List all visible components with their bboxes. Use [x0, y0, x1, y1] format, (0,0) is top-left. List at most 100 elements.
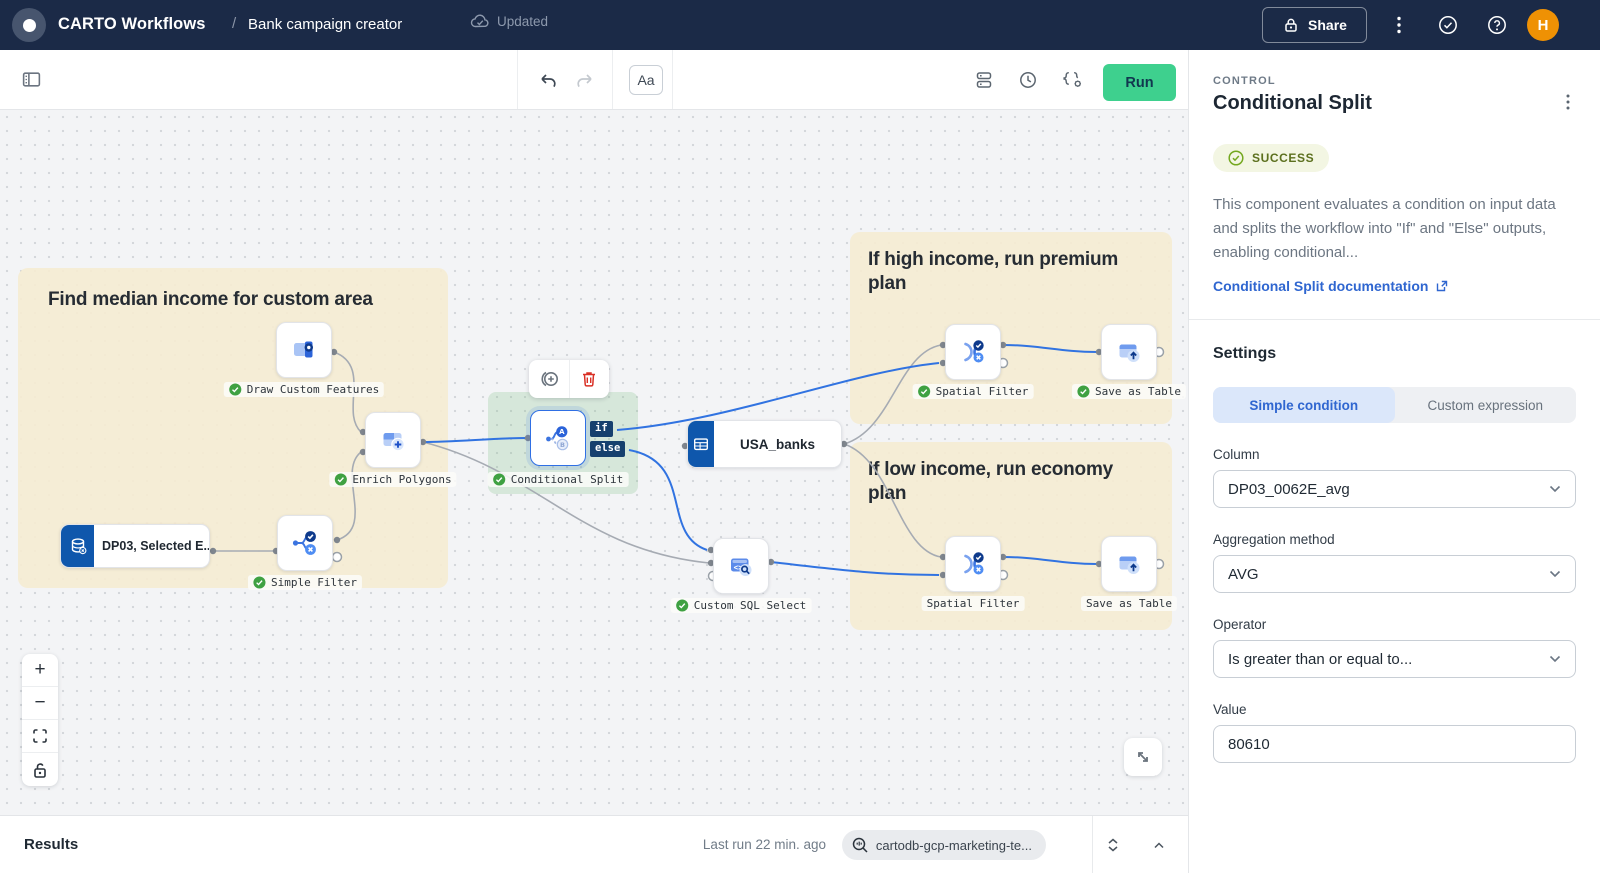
- node-label-chip: Draw Custom Features: [223, 382, 385, 397]
- resize-results-button[interactable]: [1098, 831, 1128, 859]
- save-status-label: Updated: [497, 13, 549, 29]
- component-category: CONTROL: [1213, 75, 1276, 87]
- source-table-band: [688, 421, 714, 467]
- success-check-icon: [493, 473, 506, 486]
- annotation-title: Find median income for custom area: [48, 289, 373, 310]
- user-avatar[interactable]: H: [1527, 9, 1559, 41]
- node-spatial-filter-top[interactable]: [945, 324, 1001, 380]
- node-spatial-filter-bottom[interactable]: [945, 536, 1001, 592]
- aggregation-method-value: AVG: [1228, 565, 1259, 583]
- kebab-icon: [1566, 94, 1570, 110]
- node-save-as-table-top[interactable]: [1101, 324, 1157, 380]
- node-label-chip: Spatial Filter: [921, 596, 1025, 611]
- else-output-badge[interactable]: else: [590, 441, 626, 457]
- delete-node-button[interactable]: [570, 360, 610, 398]
- redo-button[interactable]: [572, 67, 598, 93]
- history-button[interactable]: [1016, 68, 1040, 92]
- undo-button[interactable]: [534, 67, 560, 93]
- node-dp03-source-table[interactable]: DP03, Selected E...: [60, 524, 210, 568]
- lock-canvas-button[interactable]: [22, 753, 58, 786]
- if-output-badge[interactable]: if: [590, 421, 613, 437]
- zoom-in-button[interactable]: +: [22, 654, 58, 687]
- panel-left-icon: [22, 71, 40, 87]
- documentation-link-text: Conditional Split documentation: [1213, 278, 1429, 294]
- simple-filter-icon: [292, 531, 316, 555]
- external-link-icon: [1437, 280, 1448, 292]
- results-title: Results: [24, 836, 79, 853]
- database-icon: [71, 538, 86, 555]
- duplicate-node-button[interactable]: [529, 360, 569, 398]
- save-as-table-icon: [1119, 556, 1140, 574]
- undo-icon: [540, 73, 556, 87]
- node-label-text: Spatial Filter: [935, 385, 1029, 398]
- node-label: DP03, Selected E...: [102, 539, 210, 553]
- svg-text:B: B: [560, 441, 565, 449]
- value-input[interactable]: [1213, 725, 1576, 763]
- chevron-down-icon: [1549, 570, 1561, 578]
- expand-canvas-button[interactable]: [1124, 738, 1162, 776]
- help-button[interactable]: [1486, 14, 1508, 36]
- bottom-bar-divider: [1092, 816, 1093, 873]
- node-label-chip: Custom SQL Select: [670, 598, 812, 613]
- toolbar-divider: [612, 50, 613, 109]
- node-simple-filter[interactable]: [277, 515, 333, 571]
- annotation-button[interactable]: Aa: [629, 65, 663, 95]
- node-save-as-table-bottom[interactable]: [1101, 536, 1157, 592]
- toolbar-divider: [568, 360, 570, 398]
- node-draw-custom-features[interactable]: [276, 322, 332, 378]
- canvas-toolbar: Aa Run: [0, 50, 1188, 110]
- aggregation-method-select[interactable]: AVG: [1213, 555, 1576, 593]
- status-text: SUCCESS: [1252, 151, 1315, 165]
- lock-icon: [1285, 18, 1297, 32]
- tab-simple-condition[interactable]: Simple condition: [1213, 387, 1395, 423]
- carto-logo[interactable]: [12, 8, 46, 42]
- column-value: DP03_0062E_avg: [1228, 480, 1350, 498]
- tab-custom-expression[interactable]: Custom expression: [1395, 387, 1577, 423]
- zoom-out-button[interactable]: −: [22, 687, 58, 720]
- column-select[interactable]: DP03_0062E_avg: [1213, 470, 1576, 508]
- success-check-icon: [253, 576, 266, 589]
- operator-select[interactable]: Is greater than or equal to...: [1213, 640, 1576, 678]
- status-badge: SUCCESS: [1213, 144, 1330, 172]
- components-list-button[interactable]: [972, 68, 996, 92]
- workflow-canvas[interactable]: Find median income for custom area If hi…: [0, 110, 1188, 815]
- cloud-check-icon: [470, 14, 489, 28]
- node-custom-sql-select[interactable]: <>: [713, 538, 769, 594]
- share-button[interactable]: Share: [1262, 7, 1367, 43]
- success-check-icon: [334, 473, 347, 486]
- node-enrich-polygons[interactable]: [365, 412, 421, 468]
- data-explorer-icon: [852, 837, 868, 853]
- unlock-icon: [34, 762, 46, 778]
- value-label: Value: [1213, 702, 1247, 717]
- connection-chip[interactable]: cartodb-gcp-marketing-te...: [841, 830, 1046, 860]
- fit-to-screen-button[interactable]: [22, 720, 58, 753]
- toolbar-divider: [672, 50, 673, 109]
- carto-logo-dot: [22, 18, 36, 32]
- source-table-band: [61, 525, 94, 567]
- collapse-results-button[interactable]: [1144, 831, 1174, 859]
- clock-icon: [1020, 72, 1036, 88]
- sql-parameters-button[interactable]: [1059, 67, 1085, 91]
- validation-status-button[interactable]: [1437, 14, 1459, 36]
- node-label-chip: Spatial Filter: [912, 384, 1034, 399]
- node-label-chip: Save as Table: [1080, 596, 1178, 611]
- run-button[interactable]: Run: [1103, 64, 1176, 101]
- app-title: CARTO Workflows: [58, 15, 206, 33]
- custom-sql-select-icon: <>: [731, 558, 752, 576]
- toggle-sidebar-button[interactable]: [18, 66, 44, 92]
- breadcrumb-separator: /: [232, 15, 237, 32]
- topbar-kebab-menu[interactable]: [1390, 11, 1408, 39]
- documentation-link[interactable]: Conditional Split documentation: [1213, 278, 1576, 294]
- spatial-filter-icon: [964, 552, 984, 575]
- node-label-text: Draw Custom Features: [246, 383, 380, 396]
- duplicate-icon: [541, 371, 558, 387]
- kebab-icon: [1397, 16, 1401, 34]
- component-description: This component evaluates a condition on …: [1213, 196, 1556, 261]
- component-kebab-menu[interactable]: [1560, 92, 1576, 115]
- toolbar-divider: [517, 50, 518, 109]
- node-usa-banks-source-table[interactable]: USA_banks: [687, 420, 842, 468]
- node-label-text: Save as Table: [1085, 597, 1173, 610]
- workflow-title[interactable]: Bank campaign creator: [248, 16, 403, 33]
- node-label-text: Custom SQL Select: [693, 599, 807, 612]
